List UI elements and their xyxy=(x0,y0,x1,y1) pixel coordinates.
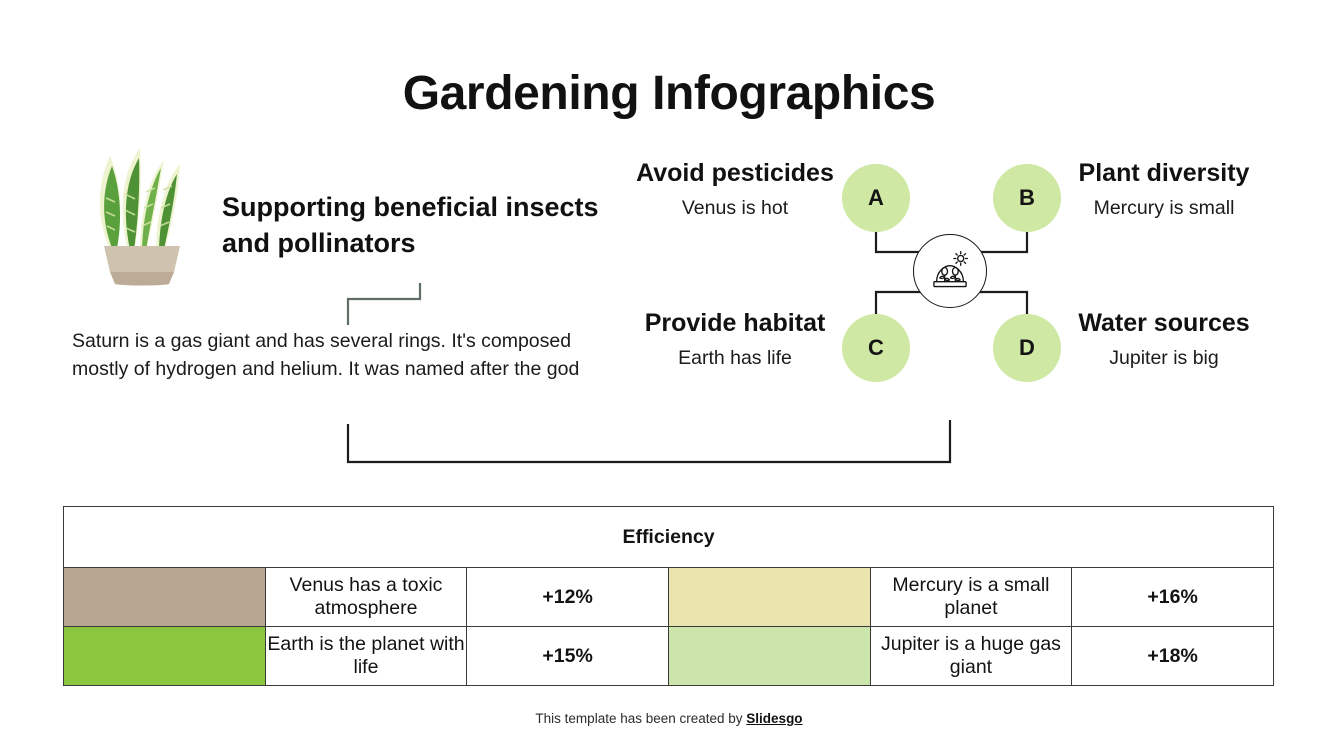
quadrant-top-left-title: Avoid pesticides xyxy=(636,159,834,187)
diagram-node-d-label: D xyxy=(1019,335,1035,360)
quadrant-bottom-right-title: Water sources xyxy=(1078,309,1250,337)
efficiency-table: Efficiency Venus has a toxic atmosphere … xyxy=(63,506,1274,686)
row-2-right-swatch xyxy=(667,626,871,686)
row-2-left-swatch xyxy=(63,626,266,686)
row-1-left-swatch xyxy=(63,567,266,627)
table-row: Earth is the planet with life +15% Jupit… xyxy=(63,626,1274,686)
quadrant-top-left-subtitle: Venus is hot xyxy=(681,197,789,219)
left-section-heading: Supporting beneficial insects and pollin… xyxy=(222,192,599,259)
quadrant-bottom-left-subtitle: Earth has life xyxy=(678,347,792,369)
diagram-node-c[interactable]: C xyxy=(842,314,910,382)
diagram-node-a[interactable]: A xyxy=(842,164,910,232)
footer-text: This template has been created by xyxy=(535,711,747,726)
row-1-right-percent: +16% xyxy=(1071,567,1274,627)
quadrant-bottom-right-subtitle: Jupiter is big xyxy=(1109,347,1219,369)
diagram-node-a-label: A xyxy=(868,185,884,210)
potted-snake-plant-icon xyxy=(84,146,200,286)
quadrant-top-right: Plant diversity Mercury is small xyxy=(1039,158,1289,220)
quadrant-top-right-title: Plant diversity xyxy=(1078,159,1250,187)
table-row: Venus has a toxic atmosphere +12% Mercur… xyxy=(63,567,1274,627)
slidesgo-link[interactable]: Slidesgo xyxy=(746,711,803,726)
page-title: Gardening Infographics xyxy=(402,67,936,120)
efficiency-table-title: Efficiency xyxy=(63,506,1274,568)
diagram-node-d[interactable]: D xyxy=(993,314,1061,382)
row-1-left-percent: +12% xyxy=(466,567,669,627)
row-1-right-swatch xyxy=(667,567,871,627)
quadrant-bottom-right: Water sources Jupiter is big xyxy=(1039,308,1289,370)
row-2-left-text: Earth is the planet with life xyxy=(264,626,468,686)
table-header-row: Efficiency xyxy=(63,506,1274,568)
row-2-right-text: Jupiter is a huge gas giant xyxy=(869,626,1073,686)
row-2-left-percent: +15% xyxy=(466,626,669,686)
quadrant-bottom-left: Provide habitat Earth has life xyxy=(610,308,860,370)
left-section-body: Saturn is a gas giant and has several ri… xyxy=(72,330,580,380)
row-2-right-percent: +18% xyxy=(1071,626,1274,686)
diagram-node-b-label: B xyxy=(1019,185,1035,210)
row-1-left-text: Venus has a toxic atmosphere xyxy=(264,567,468,627)
quadrant-top-right-subtitle: Mercury is small xyxy=(1093,197,1235,219)
diagram-node-c-label: C xyxy=(868,335,884,360)
greenhouse-with-sun-icon xyxy=(913,234,987,308)
row-1-right-text: Mercury is a small planet xyxy=(869,567,1073,627)
footer-credit: This template has been created by Slides… xyxy=(0,711,1338,726)
diagram-node-b[interactable]: B xyxy=(993,164,1061,232)
quadrant-bottom-left-title: Provide habitat xyxy=(644,309,826,337)
quadrant-top-left: Avoid pesticides Venus is hot xyxy=(610,158,860,220)
